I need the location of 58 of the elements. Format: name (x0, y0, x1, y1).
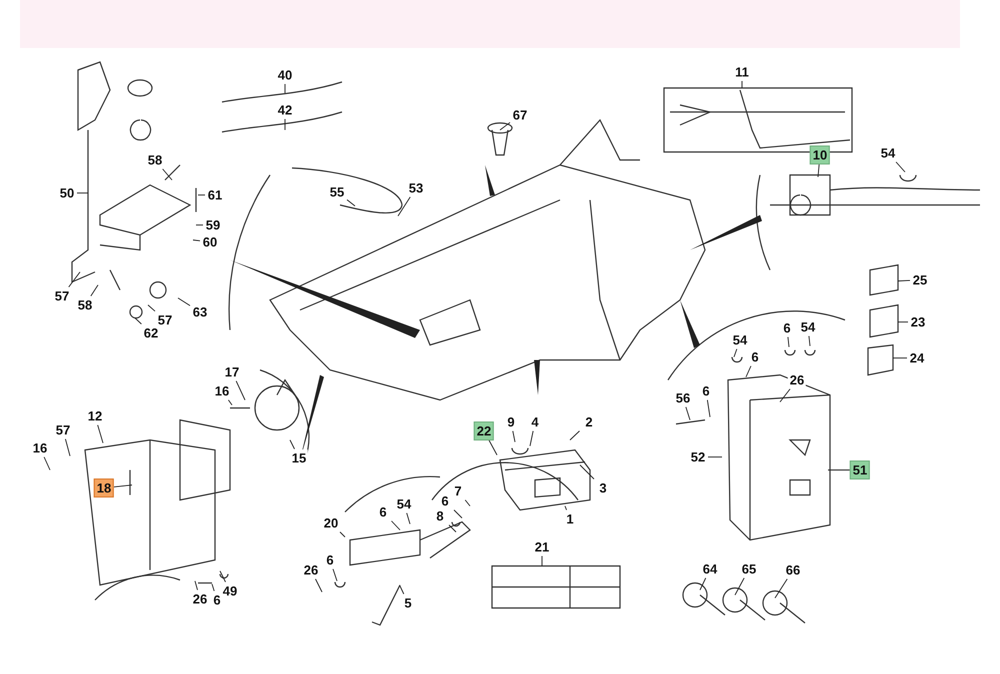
leader-line (780, 388, 790, 402)
leader-line (391, 520, 400, 530)
leader-line (315, 578, 322, 592)
leader-line (44, 456, 50, 470)
leader-line (332, 568, 338, 582)
leader-line (346, 199, 356, 206)
highlighted-callout-number: 22 (474, 422, 494, 440)
leader-line (564, 506, 567, 510)
leader-line (734, 348, 738, 358)
leader-line (178, 298, 190, 306)
leader-line (290, 440, 295, 450)
leader-line (896, 162, 906, 172)
leader-line (284, 118, 286, 130)
leader-line (580, 464, 594, 480)
leader-line (194, 580, 198, 590)
leader-line (64, 438, 70, 456)
leader-line (236, 380, 246, 400)
leader-line (818, 164, 820, 178)
leader-line (228, 400, 232, 406)
leader-line (196, 224, 204, 226)
leader-line (530, 430, 534, 446)
leader-line (198, 194, 206, 196)
leader-line (512, 430, 516, 442)
leader-line (685, 406, 690, 420)
leader-line (76, 192, 88, 194)
leader-line (398, 196, 411, 216)
leader-line (500, 122, 510, 130)
leader-line (340, 532, 346, 538)
leader-line (746, 366, 752, 378)
highlighted-callout-number: 18 (94, 478, 114, 498)
leader-line (68, 272, 80, 288)
highlighted-callout-number: 51 (850, 460, 870, 480)
leader-line (114, 484, 132, 488)
leader-line (706, 400, 710, 418)
leader-line (97, 424, 104, 444)
leader-line (700, 578, 706, 590)
leader-line (192, 240, 200, 242)
leader-line (464, 500, 470, 506)
leader-line (448, 524, 456, 532)
leader-line (220, 570, 226, 582)
leader-line (134, 318, 142, 324)
leader-line (400, 586, 404, 594)
leader-line (90, 284, 98, 296)
leader-line (788, 336, 790, 348)
leader-line (162, 168, 172, 180)
leader-line (734, 578, 745, 596)
leader-line (808, 336, 810, 346)
leader-line (488, 440, 498, 456)
leader-line (406, 512, 410, 524)
leader-line (284, 84, 286, 94)
highlighted-callout-number: 10 (810, 146, 830, 164)
leader-line (454, 510, 462, 518)
leader-line (148, 304, 156, 312)
leader-line (570, 430, 580, 440)
leader-line (898, 280, 910, 282)
leader-line (708, 456, 722, 458)
leader-line (774, 578, 788, 598)
leader-line (212, 584, 215, 592)
